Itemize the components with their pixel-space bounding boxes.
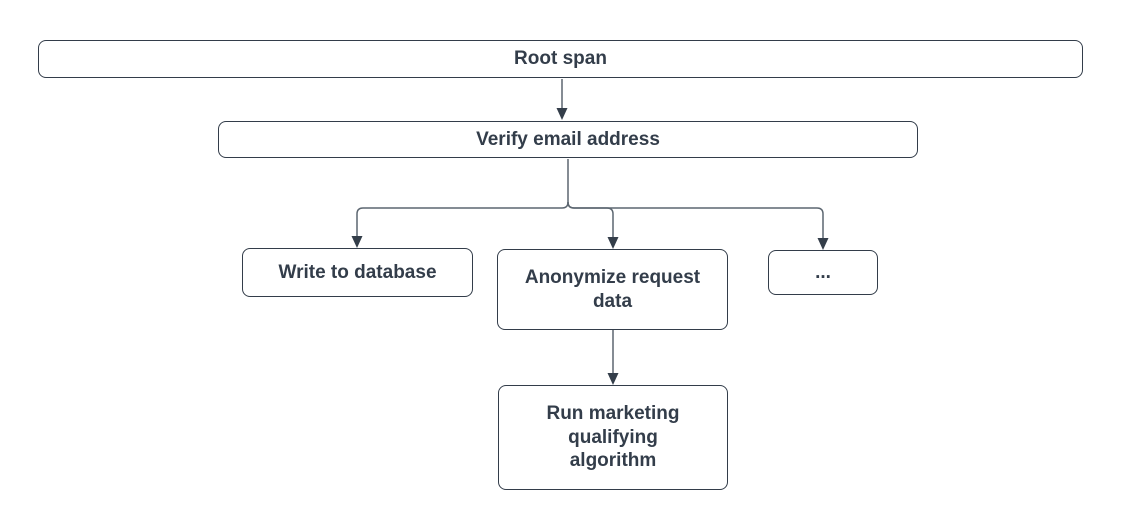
node-anonymize-line-1: Anonymize request [524,266,701,288]
node-ellipsis: ... [768,250,878,295]
node-write-to-database-label: Write to database [278,261,437,283]
node-anonymize-request-data: Anonymize request data [497,249,728,330]
node-run-marketing-label: Run marketing qualifying algorithm [538,402,687,474]
node-run-marketing-line-2: qualifying [568,426,658,448]
arrowhead-anonymize-to-run-marketing [607,373,619,385]
connector-verify-to-anonymize [567,201,619,249]
connector-verify-to-anonymize-line [567,201,614,237]
node-run-marketing-line-3: algorithm [569,450,657,472]
node-ellipsis-label: ... [815,261,831,283]
node-root-span: Root span [38,40,1083,78]
arrowhead-verify-to-write-db [351,236,363,248]
connector-root-to-verify [556,79,568,120]
connector-verify-to-write-db-line [356,201,569,236]
node-run-marketing-qualifying-algorithm: Run marketing qualifying algorithm [498,385,728,490]
node-anonymize-request-data-label: Anonymize request data [517,266,708,314]
node-verify-email-address-label: Verify email address [476,128,660,150]
connector-anonymize-to-run-marketing [607,330,619,385]
node-verify-email-address: Verify email address [218,121,918,158]
connector-verify-to-ellipsis [567,201,829,250]
node-write-to-database: Write to database [242,248,473,297]
connector-verify-to-write-db [351,201,569,248]
arrowhead-verify-to-ellipsis [817,238,829,250]
node-root-span-label: Root span [514,48,607,70]
node-run-marketing-line-1: Run marketing [546,402,680,424]
arrowhead-verify-to-anonymize [607,237,619,249]
node-anonymize-line-2: data [592,290,633,312]
connector-verify-to-ellipsis-line [567,201,824,238]
arrowhead-root-to-verify [556,108,568,120]
